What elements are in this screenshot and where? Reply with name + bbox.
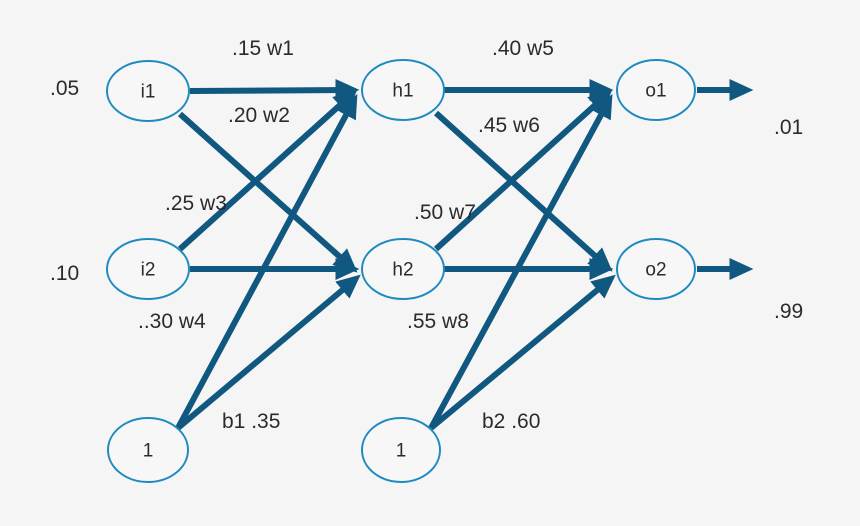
node-h2-circle[interactable] — [361, 238, 445, 300]
node-o2-label: o2 — [645, 260, 666, 281]
weight-label-w7: .50 w7 — [414, 201, 476, 224]
edges-bias2 — [428, 93, 616, 431]
node-bias-2[interactable]: 1 — [361, 417, 441, 483]
edges-hidden-to-output — [433, 78, 614, 281]
target-value-o2: .99 — [774, 300, 803, 323]
weight-label-w8: .55 w8 — [407, 310, 469, 333]
node-o2[interactable]: o2 — [616, 238, 696, 300]
node-h1[interactable]: h1 — [361, 59, 445, 121]
edge-h1-o2 — [433, 110, 613, 272]
node-bias-1-label: 1 — [143, 441, 154, 462]
node-bias-1-circle[interactable] — [107, 417, 189, 483]
node-h1-circle[interactable] — [361, 59, 445, 121]
node-h2[interactable]: h2 — [361, 238, 445, 300]
node-i1-label: i1 — [141, 82, 156, 103]
edges-input-to-hidden — [177, 78, 360, 281]
node-i2-label: i2 — [141, 260, 156, 281]
weight-label-w3: .25 w3 — [165, 192, 227, 215]
input-value-i2: .10 — [50, 262, 79, 285]
node-i1-circle[interactable] — [106, 60, 190, 122]
target-value-o1: .01 — [774, 116, 803, 139]
node-i1[interactable]: i1 — [106, 60, 190, 122]
bias-label-b2: b2 .60 — [482, 410, 540, 433]
edge-b2-o2 — [429, 274, 616, 431]
weight-label-w6: .45 w6 — [478, 114, 540, 137]
node-i2[interactable]: i2 — [106, 238, 190, 300]
node-o1[interactable]: o1 — [616, 59, 696, 121]
edge-b2-o1 — [428, 93, 613, 430]
node-h1-label: h1 — [392, 81, 413, 102]
edge-i2-h1 — [177, 89, 358, 252]
edge-b1-h2 — [176, 274, 361, 431]
edge-b1-h1 — [175, 93, 358, 430]
input-value-i1: .05 — [50, 77, 79, 100]
node-o2-circle[interactable] — [616, 238, 696, 300]
weight-label-w2: .20 w2 — [228, 104, 290, 127]
node-bias-1[interactable]: 1 — [107, 417, 189, 483]
edge-h2-o1 — [433, 89, 613, 252]
edges-bias1 — [175, 93, 361, 431]
weight-label-w1: .15 w1 — [232, 37, 294, 60]
node-h2-label: h2 — [392, 260, 413, 281]
output-arrows — [697, 78, 754, 281]
node-i2-circle[interactable] — [106, 238, 190, 300]
edge-i1-h1 — [189, 78, 360, 102]
node-bias-2-label: 1 — [396, 441, 407, 462]
node-bias-2-circle[interactable] — [361, 417, 441, 483]
bias-label-b1: b1 .35 — [222, 410, 280, 433]
node-o1-circle[interactable] — [616, 59, 696, 121]
weight-label-w4: ..30 w4 — [138, 310, 206, 333]
node-o1-label: o1 — [645, 81, 666, 102]
edge-i1-h2 — [178, 111, 358, 273]
weight-label-w5: .40 w5 — [492, 37, 554, 60]
